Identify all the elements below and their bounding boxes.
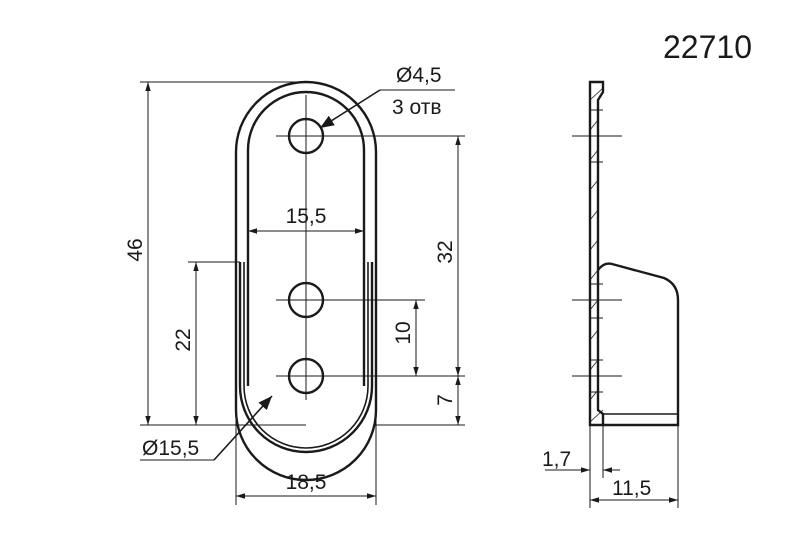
dim-lower-section: 22 xyxy=(172,328,195,351)
dim-flange-depth: 11,5 xyxy=(612,477,651,500)
dim-overall-height: 46 xyxy=(124,238,147,261)
side-flange-profile xyxy=(597,262,680,427)
side-dimension-lines xyxy=(545,425,679,508)
dim-outer-width: 18,5 xyxy=(286,471,327,494)
hole-diameter-note: Ø4,5 xyxy=(396,64,442,87)
bracket-lower-channel xyxy=(238,262,374,454)
dim-plate-thickness: 1,7 xyxy=(542,448,571,471)
side-view xyxy=(572,80,680,427)
dimension-lines xyxy=(140,81,465,505)
dim-bottom-offset: 7 xyxy=(434,394,457,406)
side-plate-section xyxy=(588,80,605,427)
part-number: 22710 xyxy=(663,29,752,65)
dim-inner-width: 15,5 xyxy=(286,205,327,228)
bracket-channel-inner xyxy=(243,262,369,449)
dim-inner-diameter: Ø15,5 xyxy=(142,437,199,460)
bracket-outer-outline xyxy=(234,80,378,482)
bracket-inner-outline xyxy=(246,90,366,386)
plate-hatching xyxy=(589,87,604,423)
dim-hole-spacing-inner: 10 xyxy=(392,321,415,344)
hole-count-note: 3 отв xyxy=(392,96,442,119)
front-view xyxy=(234,80,465,482)
dim-hole-spacing-outer: 32 xyxy=(434,240,457,263)
